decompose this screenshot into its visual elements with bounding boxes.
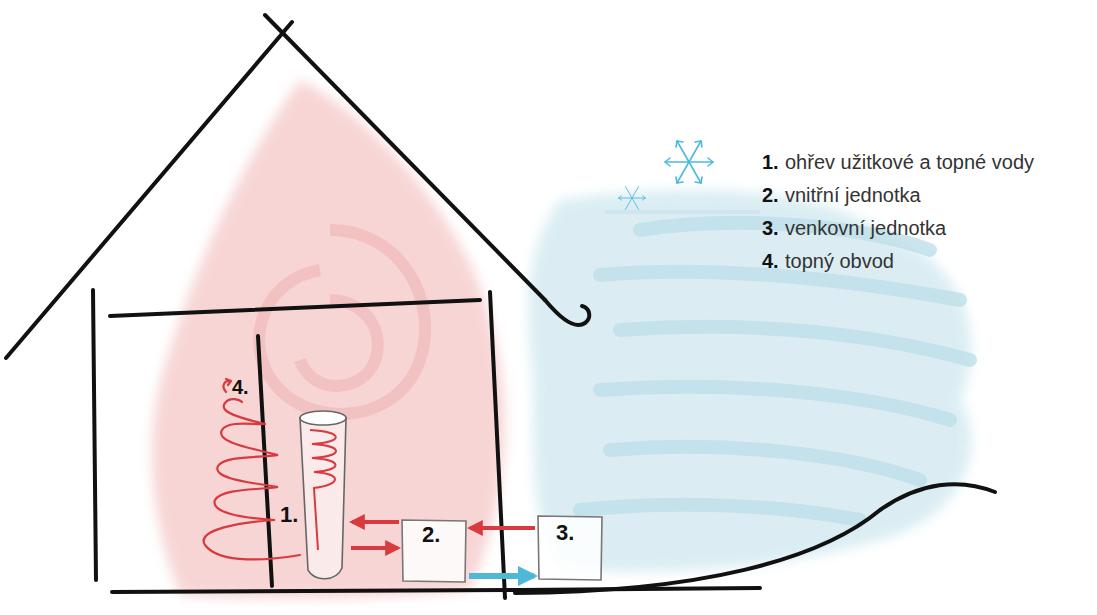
callout-number: 3. <box>556 520 574 546</box>
tank-outline <box>300 411 346 579</box>
legend-number: 2. <box>762 183 779 207</box>
legend-number: 3. <box>762 216 779 240</box>
snowflake <box>619 141 713 210</box>
indoor-unit: 2. <box>400 518 468 584</box>
legend-number: 1. <box>762 150 779 174</box>
legend-number: 4. <box>762 249 779 273</box>
frost-line <box>605 210 760 214</box>
cold-streaks <box>580 223 970 520</box>
house-outline <box>6 15 995 598</box>
tank-top <box>300 411 346 425</box>
callout-number: 4. <box>232 375 249 399</box>
cold-wash <box>528 190 971 572</box>
warm-wash <box>152 80 505 598</box>
node-shape <box>276 408 350 580</box>
legend-text: vnitřní jednotka <box>785 183 921 207</box>
water-tank: 1. <box>276 408 350 580</box>
flow-arrow <box>352 520 399 524</box>
outdoor-unit: 3. <box>536 514 604 582</box>
flow-arrow <box>470 526 535 530</box>
legend-text: ohřev užitkové a topné vody <box>785 150 1034 174</box>
callout-number: 1. <box>280 502 298 528</box>
warm-swirl <box>259 230 425 414</box>
tank-coil <box>310 430 336 550</box>
legend-text: topný obvod <box>785 249 894 273</box>
callout-number: 2. <box>422 522 440 548</box>
unit-outline <box>402 520 466 582</box>
tank-body <box>300 418 346 579</box>
flow-arrow <box>351 546 398 550</box>
flow-arrow <box>469 573 534 579</box>
heating-circuit <box>204 379 300 559</box>
legend-text: venkovní jednotka <box>785 216 946 240</box>
unit-outline <box>538 516 602 580</box>
